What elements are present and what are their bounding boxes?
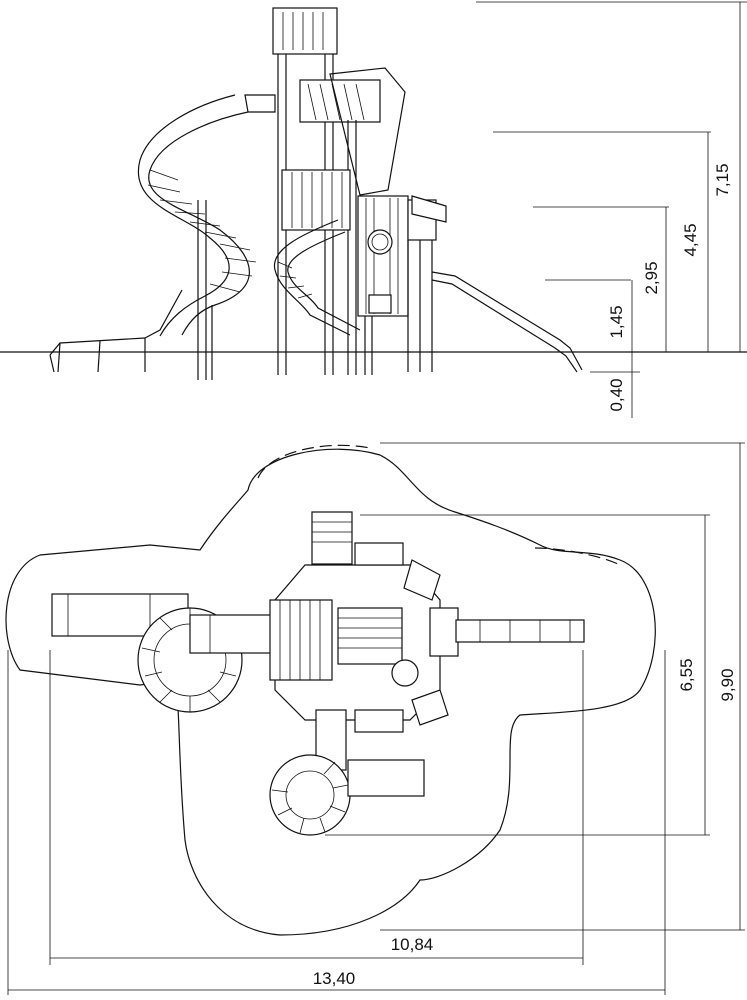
dim-length-13-40: 13,40 [313,969,356,988]
dim-height-4-45: 4,45 [681,223,700,256]
ground-frame [49,337,146,373]
plan-view: 6,55 9,90 10,84 13,40 [5,442,745,995]
dim-height-1-45: 1,45 [607,305,626,338]
plan-bottom-spiral [269,709,425,836]
dim-width-9-90: 9,90 [718,668,737,701]
dim-height-7-15: 7,15 [713,163,732,196]
right-tower [357,195,447,375]
spiral-slide-left [137,94,276,380]
dim-height-2-95: 2,95 [642,261,661,294]
elevation-view: 7,15 4,45 2,95 1,45 0,40 [0,1,747,418]
straight-slide [431,271,583,373]
spiral-slide-middle [273,219,361,336]
plan-left-spiral [137,607,276,713]
plan-central-structure [269,511,459,733]
elevation-dimensions [476,1,747,418]
plan-right-slide [455,619,585,643]
dim-length-10-84: 10,84 [391,935,434,954]
plan-dimensions [7,442,745,995]
dim-width-6-55: 6,55 [677,658,696,691]
dim-depth-0-40: 0,40 [607,378,626,411]
main-tower [272,7,406,375]
